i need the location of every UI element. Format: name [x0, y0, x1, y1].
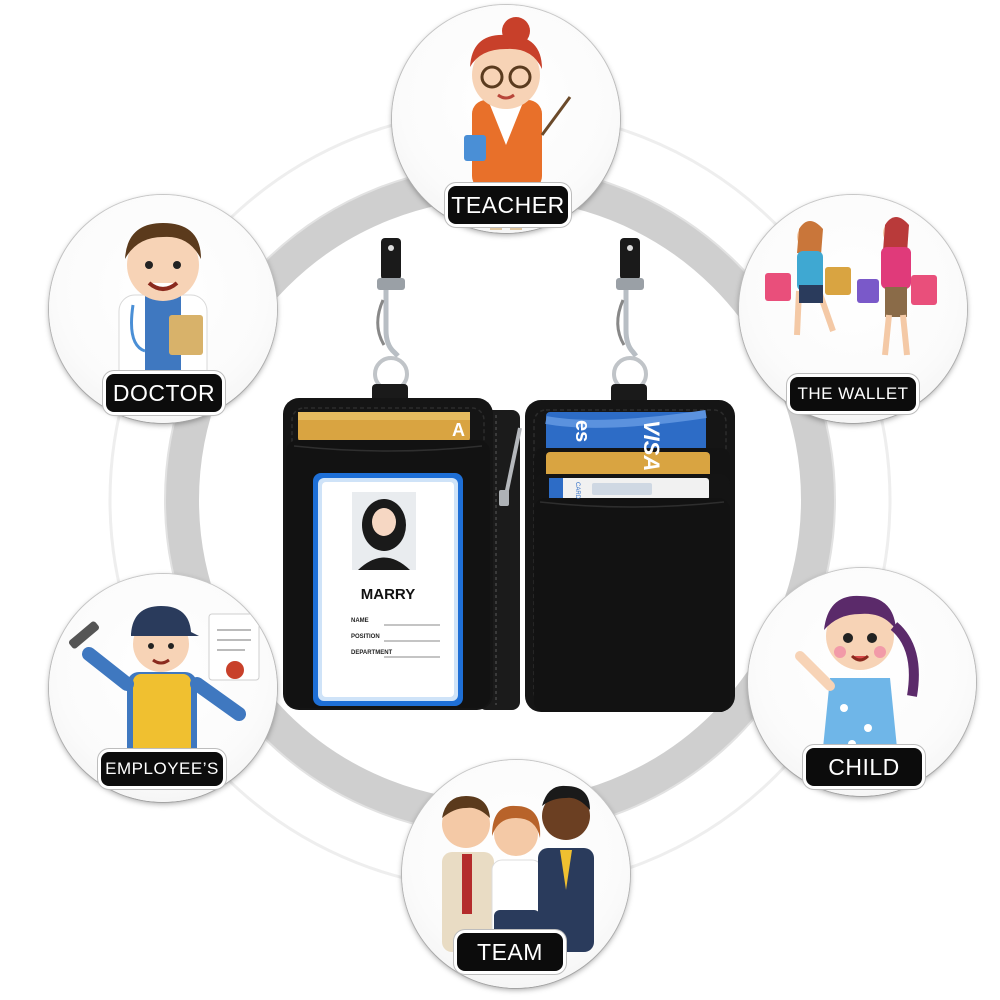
child-label: CHILD — [806, 748, 922, 786]
gold-card-visa-fragment: A — [452, 420, 465, 440]
worker-illustration — [68, 606, 260, 772]
teacher-label: TEACHER — [448, 186, 568, 224]
wallet-label: THE WALLET — [790, 377, 916, 411]
employees-label: EMPLOYEE’S — [101, 752, 223, 786]
lanyard-clip-right — [611, 238, 648, 406]
white-card-label: CARD — [574, 482, 580, 500]
team-bubble — [402, 760, 630, 988]
blue-card-fragment: es — [571, 420, 593, 443]
shopping-illustration — [765, 217, 937, 356]
teacher-illustration — [464, 17, 572, 230]
id-card-name: MARRY — [360, 586, 416, 603]
team-illustration — [442, 785, 594, 960]
wallet-bubble — [739, 195, 967, 423]
doctor-illustration — [118, 223, 208, 396]
blue-card-visa: VISA — [639, 420, 664, 472]
doctor-label: DOCTOR — [106, 374, 222, 412]
team-label: TEAM — [457, 933, 563, 971]
id-card-field-department: DEPARTMENT — [351, 650, 393, 656]
id-card-field-name: NAME — [351, 618, 369, 624]
child-illustration — [795, 595, 919, 782]
id-card-field-position: POSITION — [351, 634, 380, 640]
